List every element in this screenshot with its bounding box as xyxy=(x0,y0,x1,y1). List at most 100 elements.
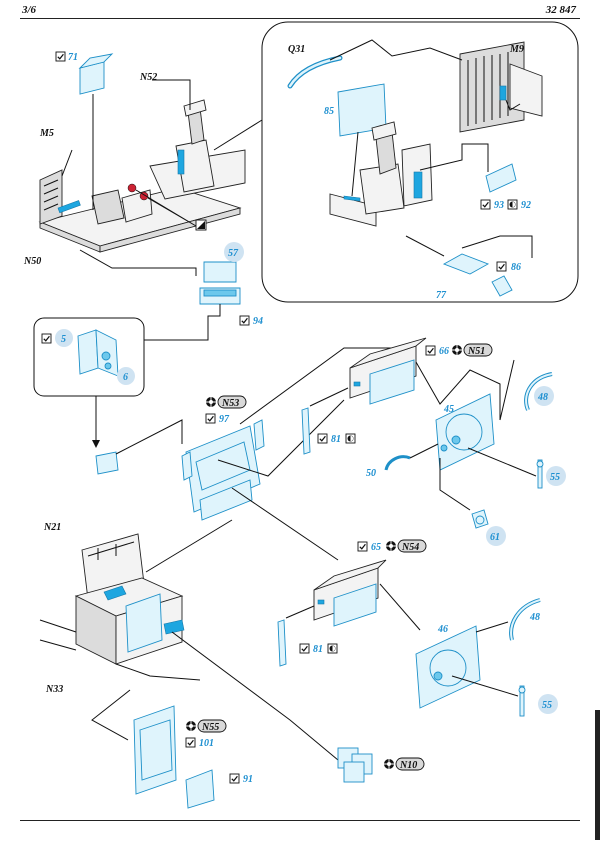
label-n53: N53 xyxy=(221,398,239,409)
m9-part xyxy=(459,41,543,133)
label-85: 85 xyxy=(324,106,334,117)
top-rule xyxy=(20,18,580,19)
label-61: 61 xyxy=(490,532,500,543)
callout-circle xyxy=(55,329,73,347)
check-mark-icon xyxy=(41,333,52,344)
n54-tag xyxy=(397,539,427,553)
callout-circle xyxy=(538,694,558,714)
n50-floor-assembly xyxy=(38,149,246,253)
callout-circle xyxy=(117,367,135,385)
check-mark-icon xyxy=(496,261,507,272)
label-66: 66 xyxy=(439,346,449,357)
part-50-hook xyxy=(384,455,411,471)
check-mark-icon xyxy=(357,541,368,552)
label-45: 45 xyxy=(443,404,454,415)
label-94: 94 xyxy=(253,316,263,327)
n51-box xyxy=(349,337,427,405)
part-55-lever-a xyxy=(536,459,544,489)
part-61-knob xyxy=(471,509,489,529)
callout-circle xyxy=(534,386,554,406)
label-6: 6 xyxy=(123,372,128,383)
label-71: 71 xyxy=(68,52,78,63)
bend-mark-icon xyxy=(451,344,463,356)
paint-mark-icon xyxy=(345,433,356,444)
label-93: 93 xyxy=(494,200,504,211)
page-number: 3/6 xyxy=(22,4,37,16)
check-mark-icon xyxy=(185,737,196,748)
part-97-frame xyxy=(181,419,265,521)
n21-n33-assembly xyxy=(39,533,201,681)
part-77-plate xyxy=(442,253,513,297)
bend-mark-icon xyxy=(383,758,395,770)
part-101-frame xyxy=(133,705,215,809)
part-45-dial xyxy=(435,393,495,471)
n10-block xyxy=(337,747,373,783)
label-55b: 55 xyxy=(542,700,552,711)
callout-circle xyxy=(486,526,506,546)
bottom-rule xyxy=(20,820,580,821)
check-mark-icon xyxy=(239,315,250,326)
check-mark-icon xyxy=(299,643,310,654)
part-57-piece xyxy=(199,261,241,305)
n54-box xyxy=(313,559,387,627)
cut-mark-icon xyxy=(195,219,207,231)
label-n10: N10 xyxy=(399,760,417,771)
n51-tag xyxy=(463,343,493,357)
label-m5: M5 xyxy=(39,128,54,139)
bend-mark-icon xyxy=(185,720,197,732)
part-48-arc-b xyxy=(509,598,541,641)
part-46-dial xyxy=(415,625,481,709)
callout-circle xyxy=(224,242,244,262)
label-97: 97 xyxy=(219,414,230,425)
label-65: 65 xyxy=(371,542,381,553)
label-m9: M9 xyxy=(509,44,524,55)
label-n21: N21 xyxy=(43,522,61,533)
n55-tag xyxy=(197,719,227,733)
label-n33: N33 xyxy=(45,684,63,695)
part-48-arc-a xyxy=(524,372,553,411)
check-mark-icon xyxy=(229,773,240,784)
check-mark-icon xyxy=(480,199,491,210)
check-mark-icon xyxy=(205,413,216,424)
n52-seat-part xyxy=(175,99,215,193)
check-mark-icon xyxy=(317,433,328,444)
part-55-lever-b xyxy=(518,685,526,717)
check-mark-icon xyxy=(425,345,436,356)
n53-tag xyxy=(217,395,247,409)
label-n50: N50 xyxy=(23,256,41,267)
inset-seat-assembly xyxy=(329,121,433,227)
part-detail-small xyxy=(95,451,119,475)
label-91: 91 xyxy=(243,774,253,785)
label-57: 57 xyxy=(228,248,239,259)
label-55a: 55 xyxy=(550,472,560,483)
label-48a: 48 xyxy=(537,392,548,403)
label-86: 86 xyxy=(511,262,521,273)
paint-mark-icon xyxy=(507,199,518,210)
label-n54: N54 xyxy=(401,542,419,553)
part-92-bracket xyxy=(485,163,517,193)
q31-handle xyxy=(287,55,343,89)
part-71-box xyxy=(78,53,114,95)
part-5-6-folded xyxy=(77,329,119,377)
label-92: 92 xyxy=(521,200,531,211)
check-mark-icon xyxy=(55,51,66,62)
label-n55: N55 xyxy=(201,722,219,733)
label-n51: N51 xyxy=(467,346,485,357)
label-101: 101 xyxy=(199,738,214,749)
label-50: 50 xyxy=(366,468,376,479)
label-n52: N52 xyxy=(139,72,157,83)
label-48b: 48 xyxy=(529,612,540,623)
label-5: 5 xyxy=(61,334,66,345)
paint-mark-icon xyxy=(327,643,338,654)
bend-mark-icon xyxy=(385,540,397,552)
label-46: 46 xyxy=(437,624,448,635)
label-77: 77 xyxy=(436,290,447,301)
part-81-strip-b xyxy=(277,619,287,667)
callout-circle xyxy=(546,466,566,486)
part-81-strip-a xyxy=(301,407,311,455)
label-81b: 81 xyxy=(313,644,323,655)
label-81a: 81 xyxy=(331,434,341,445)
bend-mark-icon xyxy=(205,396,217,408)
